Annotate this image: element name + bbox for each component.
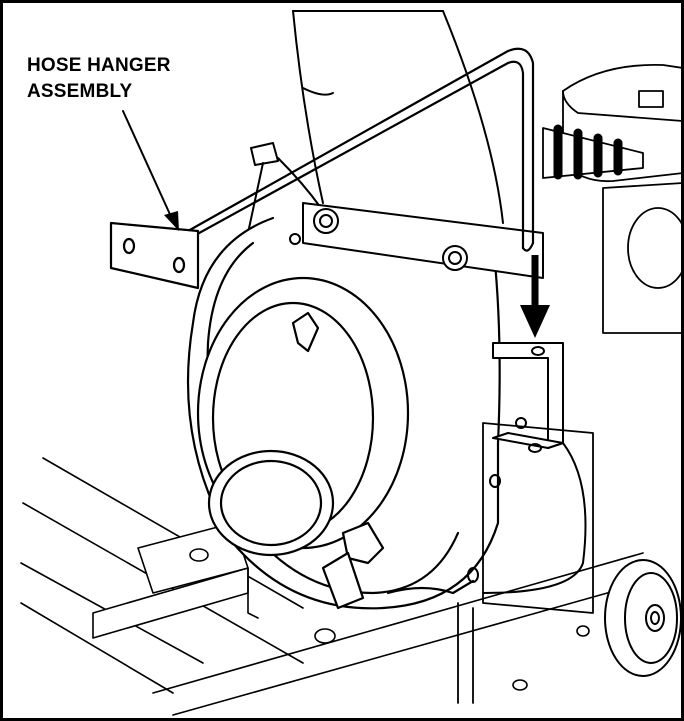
- callout-label: HOSE HANGER ASSEMBLY: [27, 53, 171, 105]
- blower-illustration: [20, 10, 681, 716]
- callout-line-1: HOSE HANGER: [27, 55, 171, 76]
- blower-housing: [186, 216, 501, 610]
- upper-chute: [247, 10, 504, 234]
- wheel: [604, 559, 681, 677]
- hanger-bracket: [467, 342, 587, 594]
- engine: [542, 63, 681, 334]
- base-frame: [20, 457, 644, 716]
- stand: [457, 422, 594, 704]
- hose-hanger-rod: [109, 47, 535, 290]
- mounting-band: [289, 202, 544, 279]
- arrow-down-icon: [520, 255, 550, 338]
- callout-line-2: ASSEMBLY: [27, 81, 133, 102]
- leader-arrow-icon: [122, 110, 179, 231]
